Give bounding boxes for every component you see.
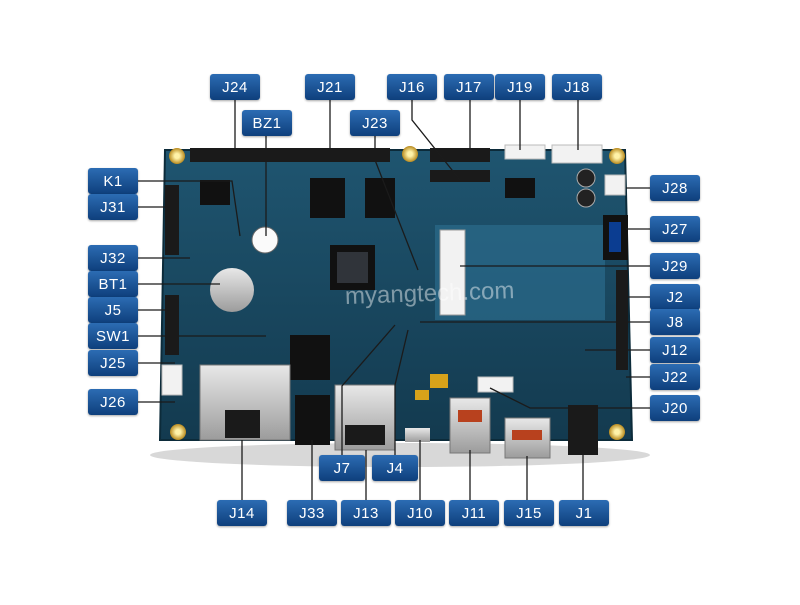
label-j8: J8 [650, 309, 700, 335]
label-j18: J18 [552, 74, 602, 100]
label-k1: K1 [88, 168, 138, 194]
label-j24: J24 [210, 74, 260, 100]
label-bt1: BT1 [88, 271, 138, 297]
label-j17: J17 [444, 74, 494, 100]
label-j11: J11 [449, 500, 499, 526]
label-j1: J1 [559, 500, 609, 526]
label-j4: J4 [372, 455, 418, 481]
label-j26: J26 [88, 389, 138, 415]
label-j32: J32 [88, 245, 138, 271]
label-j23: J23 [350, 110, 400, 136]
label-j15: J15 [504, 500, 554, 526]
label-j21: J21 [305, 74, 355, 100]
label-j5: J5 [88, 297, 138, 323]
label-j13: J13 [341, 500, 391, 526]
label-j16: J16 [387, 74, 437, 100]
label-j2: J2 [650, 284, 700, 310]
label-j7: J7 [319, 455, 365, 481]
label-j33: J33 [287, 500, 337, 526]
label-j19: J19 [495, 74, 545, 100]
label-j28: J28 [650, 175, 700, 201]
label-bz1: BZ1 [242, 110, 292, 136]
watermark: myangtech.com [344, 277, 515, 310]
label-sw1: SW1 [88, 323, 138, 349]
label-j10: J10 [395, 500, 445, 526]
leader-lines [138, 99, 650, 500]
label-j14: J14 [217, 500, 267, 526]
label-j27: J27 [650, 216, 700, 242]
label-j20: J20 [650, 395, 700, 421]
label-j29: J29 [650, 253, 700, 279]
label-j22: J22 [650, 364, 700, 390]
label-j31: J31 [88, 194, 138, 220]
label-j25: J25 [88, 350, 138, 376]
label-j12: J12 [650, 337, 700, 363]
